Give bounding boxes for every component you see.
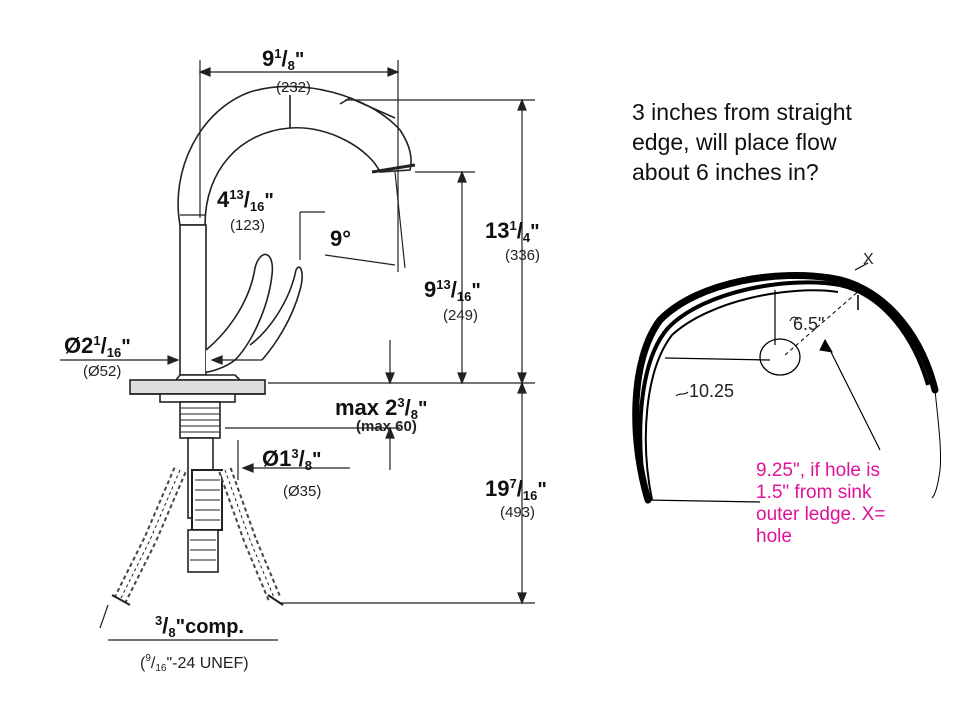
base-diameter-metric: (Ø52) — [83, 363, 121, 380]
below-deck-metric: (493) — [500, 504, 535, 521]
spout-reach-label: 91/8" — [262, 46, 304, 73]
spout-height-label: 131/4" — [485, 218, 540, 245]
annotation-line-2: 1.5" from sink — [756, 482, 872, 503]
deck-thickness-metric: (max 60) — [356, 418, 417, 435]
deck-plate — [129, 379, 266, 395]
hole-annotation: 9.25", if hole is 1.5" from sink outer l… — [756, 460, 885, 548]
radius-label: 6.5" — [793, 314, 824, 334]
question-note: 3 inches from straight edge, will place … — [632, 97, 852, 187]
faucet-lever — [205, 253, 274, 373]
aerator-height-label: 913/16" — [424, 277, 481, 304]
faucet-spout — [177, 85, 412, 226]
width-label: 10.25 — [689, 381, 734, 401]
arc-radius-metric: (123) — [230, 217, 265, 234]
aerator-height-metric: (249) — [443, 307, 478, 324]
question-line-1: 3 inches from straight — [632, 99, 852, 125]
angle-label: 9° — [330, 226, 351, 251]
annotation-line-4: hole — [756, 526, 792, 547]
below-deck-label: 197/16" — [485, 476, 547, 503]
dimension-lines — [60, 60, 535, 641]
annotation-line-3: outer ledge. X= — [756, 504, 886, 525]
sink-sketch — [632, 262, 942, 504]
spout-reach-metric: (232) — [276, 79, 311, 96]
faucet-drawing — [111, 85, 416, 606]
deck-thickness-label: max 23/8" — [335, 395, 427, 422]
faucet-hole — [759, 338, 801, 376]
question-line-3: about 6 inches in? — [632, 159, 819, 185]
hole-diameter-label: Ø13/8" — [262, 446, 321, 473]
sink-outline — [632, 271, 939, 504]
spout-height-metric: (336) — [505, 247, 540, 264]
question-line-2: edge, will place flow — [632, 129, 837, 155]
hole-diameter-metric: (Ø35) — [283, 483, 321, 500]
hole-x-label: X — [863, 251, 874, 268]
arc-radius-label: 413/16" — [217, 187, 274, 214]
compression-label: 3/8"comp. — [155, 613, 244, 640]
faucet-column — [179, 224, 207, 376]
base-diameter-label: Ø21/16" — [64, 333, 131, 360]
thread-label: (9/16"-24 UNEF) — [140, 653, 249, 674]
annotation-line-1: 9.25", if hole is — [756, 460, 880, 481]
dimension-labels: 91/8" (232) 131/4" (336) 413/16" (123) 9… — [64, 46, 547, 674]
